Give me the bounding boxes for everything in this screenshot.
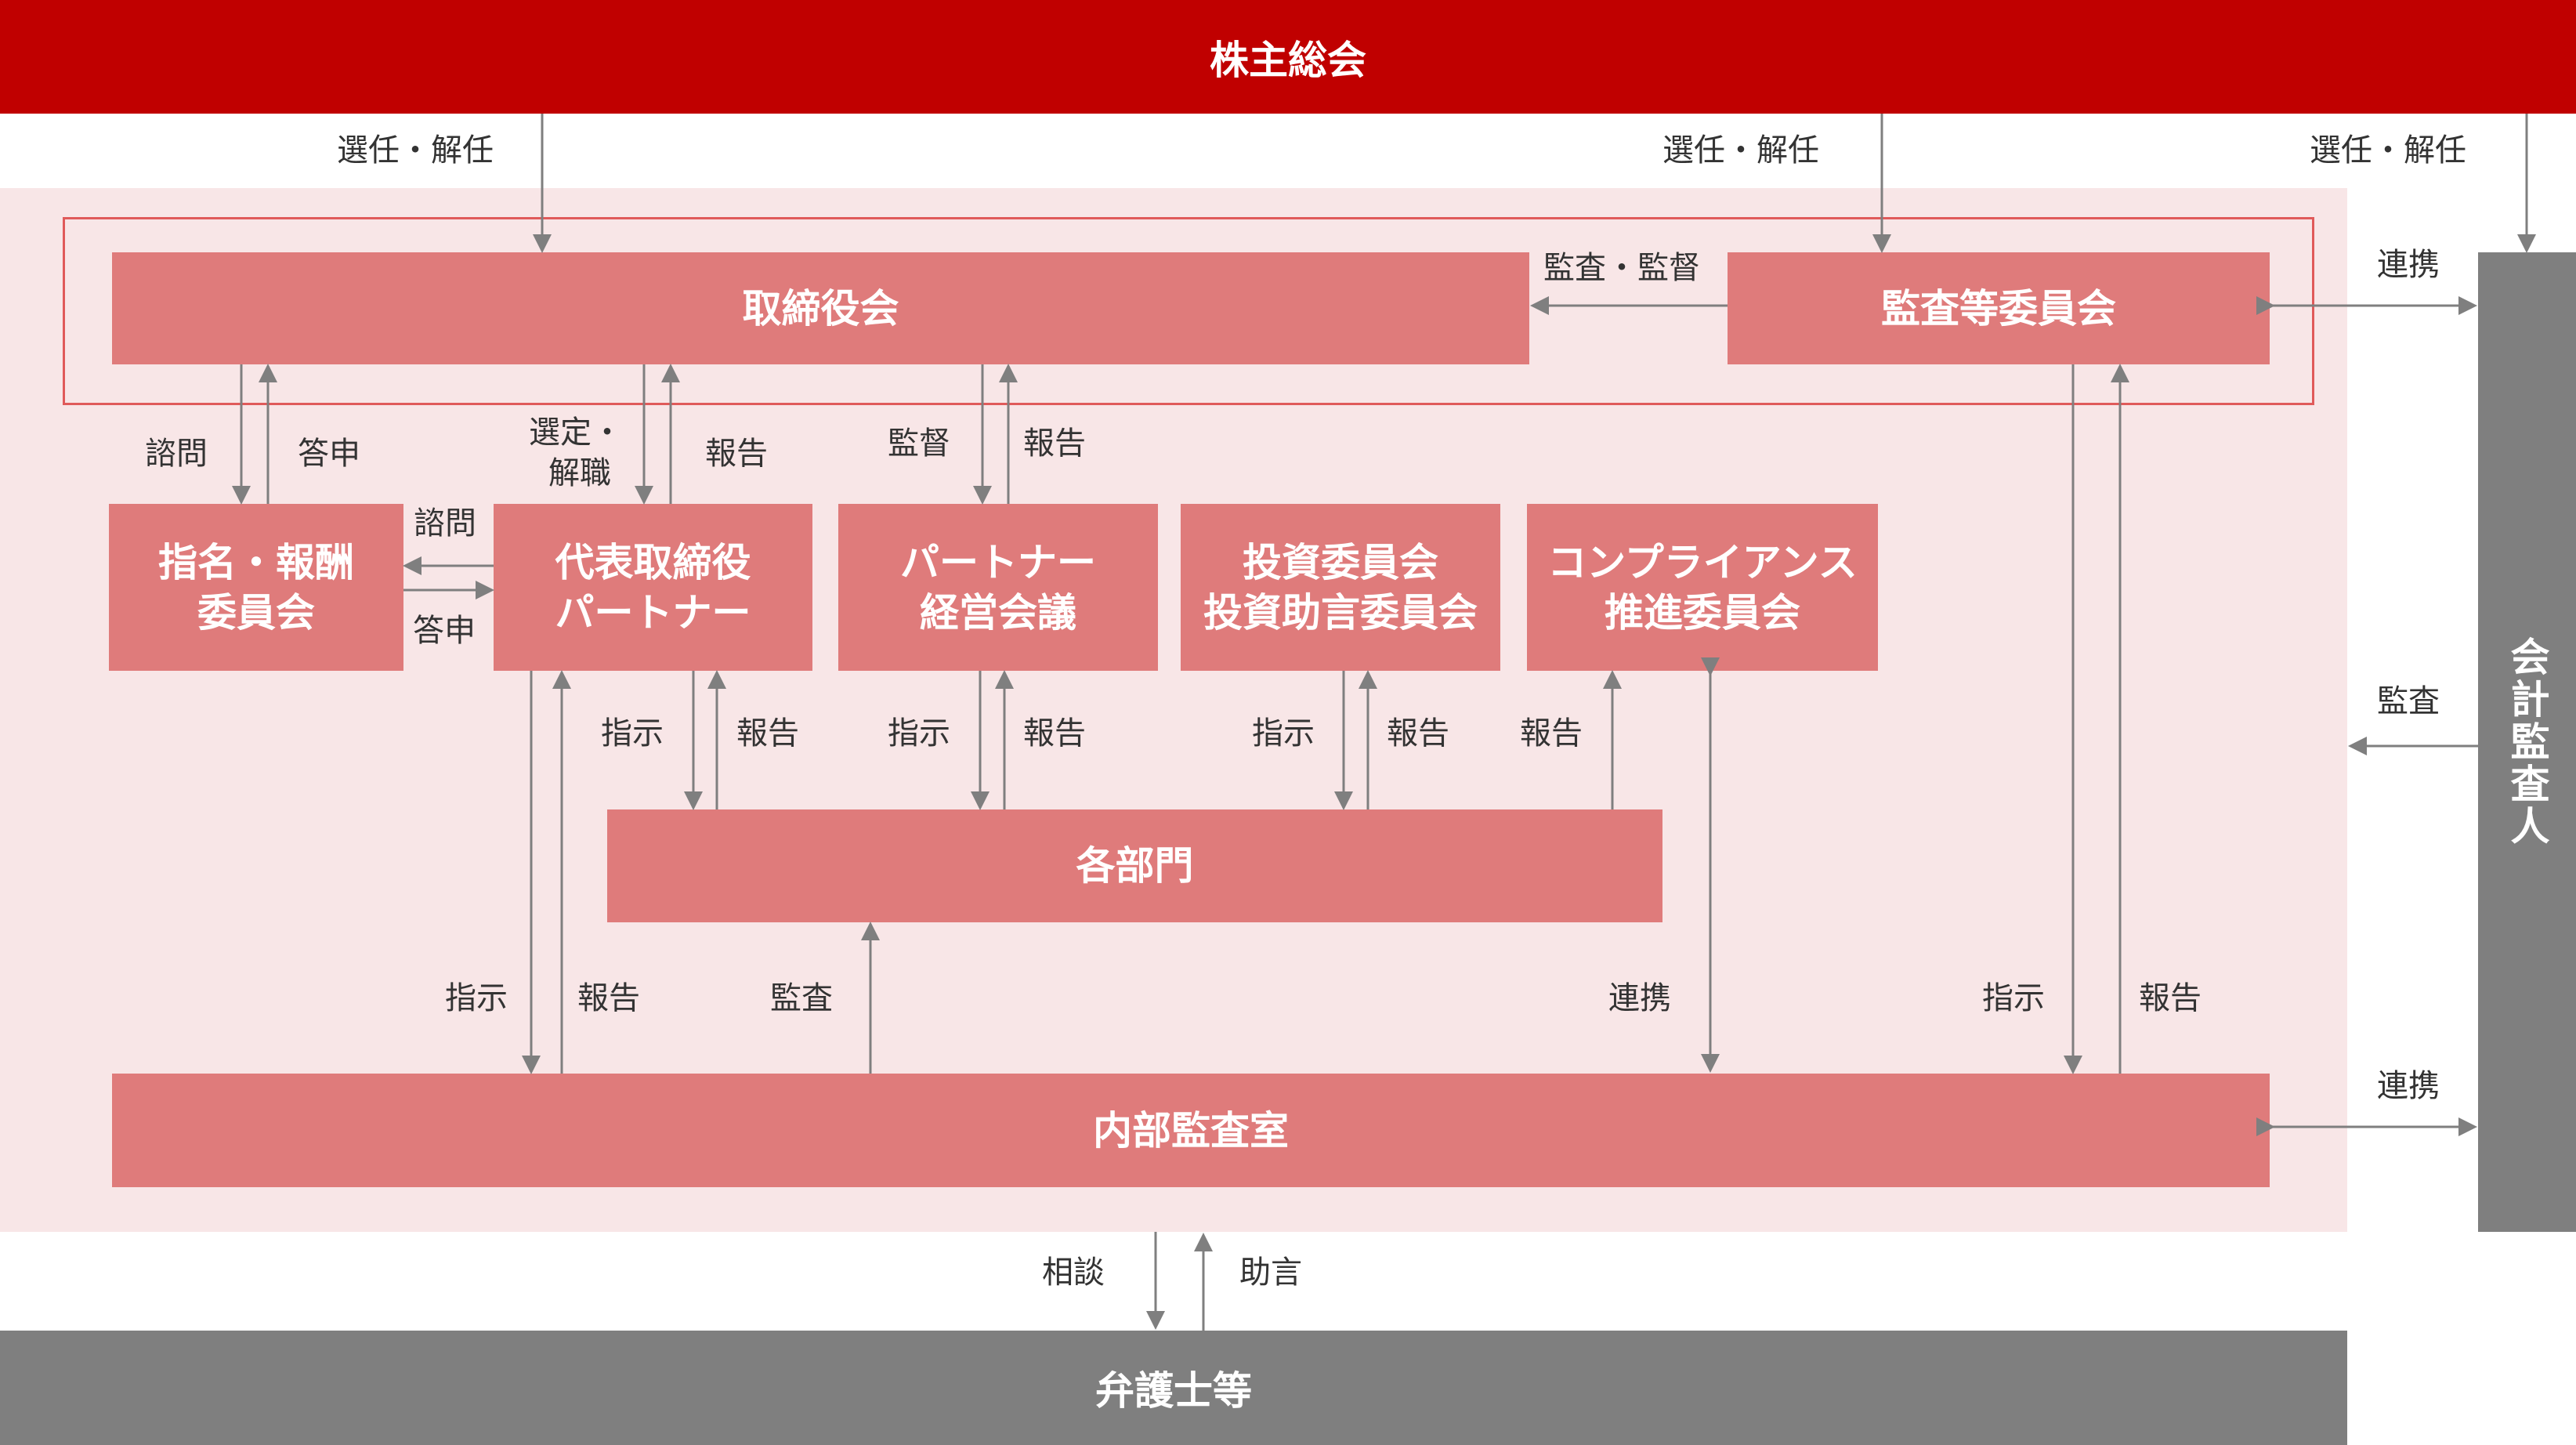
audit-supervise-label: 監査・監督 xyxy=(1543,250,1700,286)
report-label-2: 報告 xyxy=(705,436,768,472)
supervise-label: 監督 xyxy=(888,426,950,462)
representative-director-box: 代表取締役パートナー xyxy=(494,504,812,671)
audit-label-right: 監査 xyxy=(2377,683,2440,719)
board-of-directors-box: 取締役会 xyxy=(112,252,1529,364)
link-label-mid: 連携 xyxy=(1608,980,1671,1016)
partner-management-box: パートナー経営会議 xyxy=(838,504,1158,671)
nomination-committee-box: 指名・報酬委員会 xyxy=(109,504,403,671)
link-label-top: 連携 xyxy=(2377,247,2440,283)
report-label-9: 報告 xyxy=(577,980,640,1016)
select-dismiss-label-1: 選定・ xyxy=(529,415,623,451)
consult-label-1: 諮問 xyxy=(145,436,208,472)
compliance-committee-box: コンプライアンス推進委員会 xyxy=(1527,504,1878,671)
report-label-5: 報告 xyxy=(736,715,799,751)
instruct-label-1: 指示 xyxy=(601,715,664,751)
elect-dismiss-label-1: 選任・解任 xyxy=(337,132,494,168)
report-label-7: 報告 xyxy=(1387,715,1449,751)
instruct-label-2: 指示 xyxy=(888,715,950,751)
departments-box: 各部門 xyxy=(607,809,1662,922)
lawyers-band: 弁護士等 xyxy=(0,1331,2347,1445)
instruct-label-3: 指示 xyxy=(1252,715,1315,751)
consult-label-3: 相談 xyxy=(1042,1255,1105,1291)
instruct-label-5: 指示 xyxy=(1982,980,2045,1016)
shareholders-meeting-band: 株主総会 xyxy=(0,0,2576,114)
advice-label: 助言 xyxy=(1239,1255,1302,1291)
instruct-label-4: 指示 xyxy=(445,980,508,1016)
elect-dismiss-label-3: 選任・解任 xyxy=(2310,132,2466,168)
investment-committee-box: 投資委員会投資助言委員会 xyxy=(1181,504,1500,671)
consult-label-2: 諮問 xyxy=(414,505,476,541)
report-label-4: 答申 xyxy=(413,613,476,649)
report-label-6: 報告 xyxy=(1023,715,1086,751)
elect-dismiss-label-2: 選任・解任 xyxy=(1662,132,1819,168)
accounting-auditor-bar: 会計監査人 xyxy=(2478,252,2576,1232)
link-label-bottom: 連携 xyxy=(2377,1068,2440,1104)
report-label-8: 報告 xyxy=(1520,715,1583,751)
audit-label-mid: 監査 xyxy=(770,980,833,1016)
internal-audit-office-box: 内部監査室 xyxy=(112,1074,2270,1187)
report-label-3: 報告 xyxy=(1023,426,1086,462)
audit-committee-box: 監査等委員会 xyxy=(1728,252,2270,364)
select-dismiss-label-2: 解職 xyxy=(548,455,611,491)
report-label-1: 答申 xyxy=(298,436,360,472)
report-label-10: 報告 xyxy=(2139,980,2202,1016)
